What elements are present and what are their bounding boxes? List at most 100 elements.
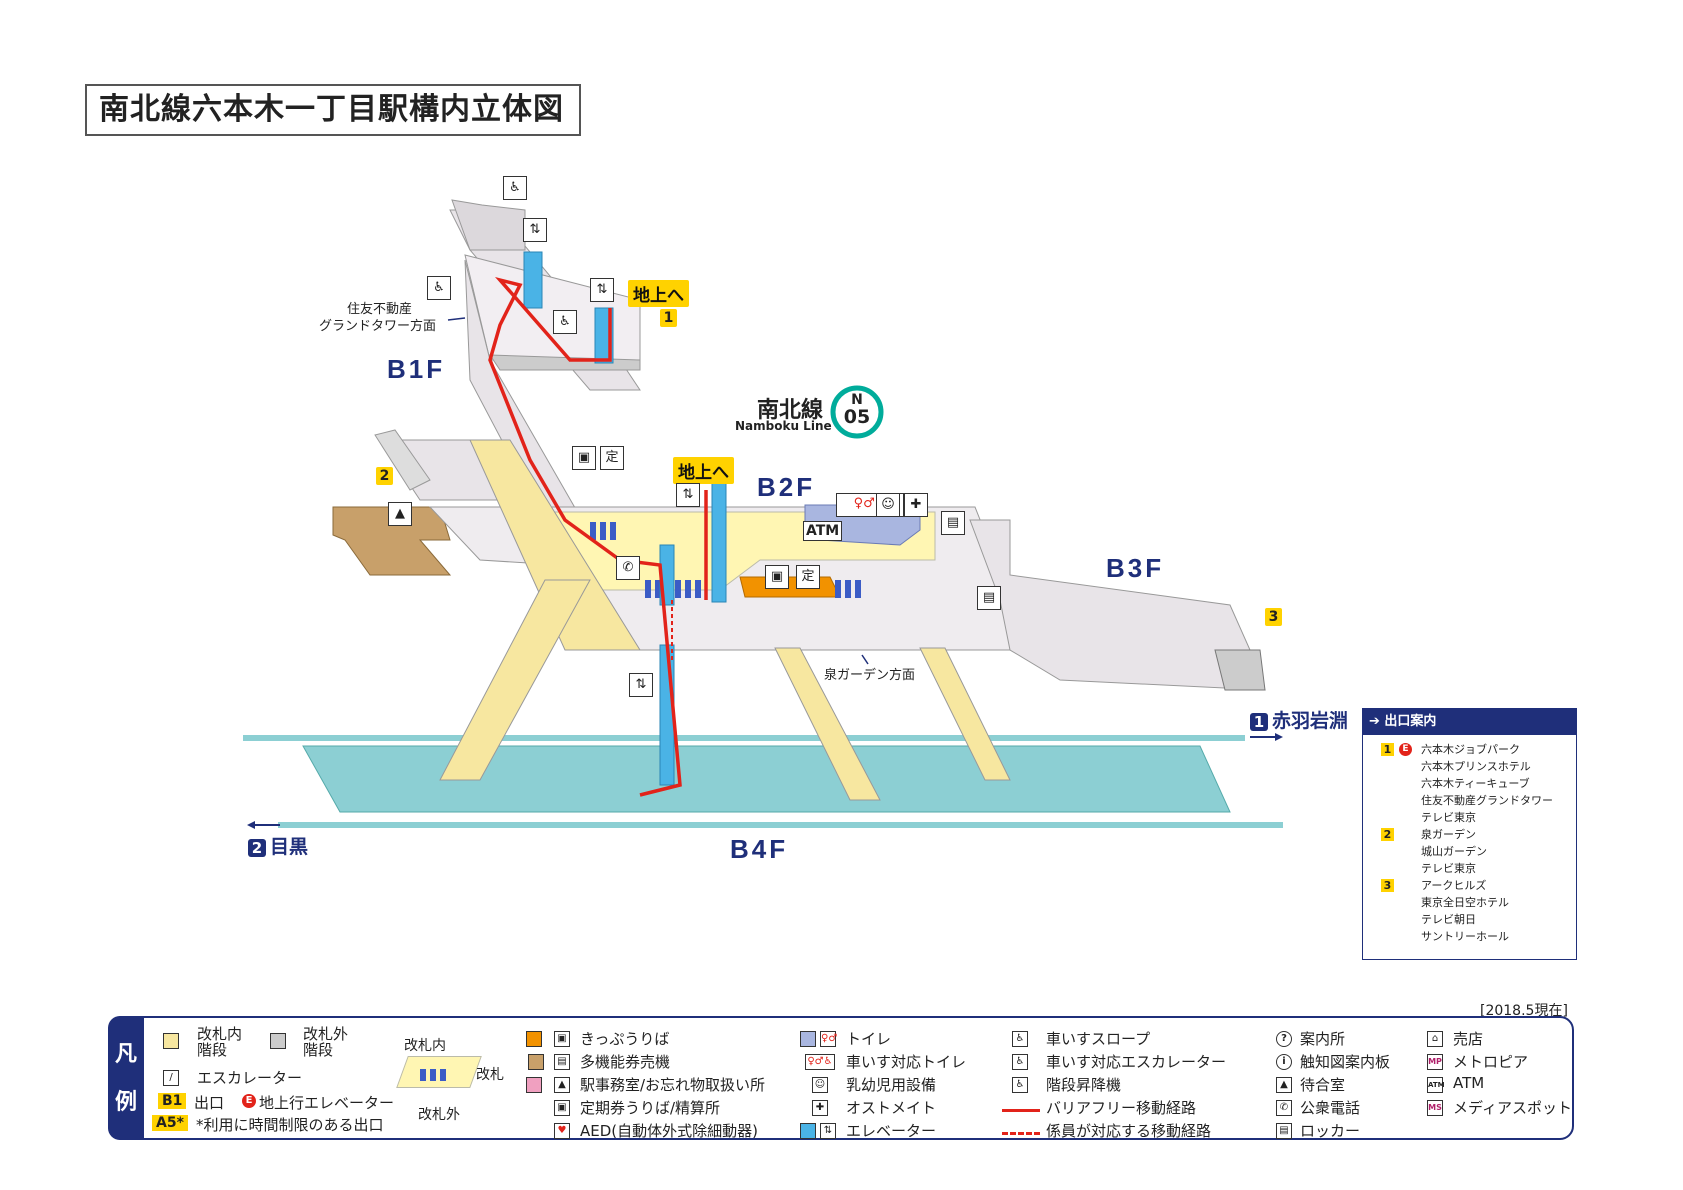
legend-baby: 乳幼児用設備: [846, 1076, 937, 1094]
legend-exit-text: 出口: [194, 1094, 225, 1112]
exit-guide-group-1: 1 E 六本木ジョブパーク 六本木プリンスホテル 六本木ティーキューブ 住友不動…: [1363, 741, 1576, 826]
stair-lift-icon: ♿: [1012, 1077, 1028, 1093]
locker-icon: ▤: [1276, 1123, 1292, 1139]
media-spot-icon: MS: [1427, 1100, 1443, 1116]
exit-guide-place: アークヒルズ: [1421, 879, 1487, 892]
legend-elevator: エレベーター: [846, 1122, 937, 1140]
legend-metropia: メトロピア: [1453, 1053, 1529, 1071]
exit2-stairs: [374, 429, 431, 491]
multi-machine-icon: ▤: [554, 1054, 570, 1070]
station-office-icon: ▲: [554, 1077, 570, 1093]
exit-guide-panel: ➔ 出口案内 1 E 六本木ジョブパーク 六本木プリンスホテル 六本木ティーキュ…: [1362, 708, 1577, 960]
exit-guide-num: 2: [1381, 828, 1394, 841]
legend-toilet: トイレ: [846, 1030, 892, 1048]
toilet-icon: ♀♂: [820, 1031, 837, 1047]
legend-exit-tag: B1: [158, 1093, 187, 1109]
pass-area-icon: [526, 1077, 542, 1093]
legend-media-spot: メディアスポット: [1453, 1099, 1572, 1117]
to-ground-tag-2: 地上へ: [673, 457, 734, 484]
legend-public-phone: 公衆電話: [1300, 1099, 1361, 1117]
staff-route-line-icon: [1002, 1132, 1040, 1135]
exit-guide-place: 住友不動産グランドタワー: [1421, 794, 1553, 807]
exit-guide-place: 城山ガーデン: [1421, 845, 1487, 858]
direction-left-number: 2: [248, 839, 266, 857]
commuter-pass-icon: ▣: [554, 1100, 570, 1116]
station-office-icon: ▣: [765, 565, 789, 589]
exit-marker-2: 2: [376, 467, 393, 485]
legend-accessible-toilet: 車いす対応トイレ: [846, 1053, 967, 1071]
baby-facility-icon: ☺: [812, 1077, 828, 1093]
date-note: [2018.5現在]: [1480, 1003, 1568, 1019]
exit-guide-place: 六本木ジョブパーク: [1421, 743, 1520, 756]
aed-icon: ♥: [554, 1123, 570, 1139]
ticket-machine-icon: ▣: [554, 1031, 570, 1047]
exit3-stairs: [1214, 649, 1266, 691]
legend-information: 案内所: [1300, 1030, 1346, 1048]
sumitomo-direction-2: グランドタワー方面: [319, 319, 437, 334]
exit-marker-3: 3: [1265, 608, 1282, 626]
legend-stairs-outside: 改札外階段: [303, 1026, 348, 1058]
floor-label-b3f: B3F: [1106, 553, 1165, 583]
baby-facility-icon: ☺: [876, 493, 900, 517]
toilet-area-icon: [800, 1031, 816, 1047]
exit-guide-group-3: 3 アークヒルズ 東京全日空ホテル テレビ朝日 サントリーホール: [1363, 877, 1576, 945]
exit-guide-title: 出口案内: [1384, 714, 1437, 729]
exit-guide-place: テレビ東京: [1421, 862, 1476, 875]
direction-right-label: 赤羽岩淵: [1272, 710, 1349, 732]
floor-label-b1f: B1F: [387, 354, 446, 384]
legend-side-char-2: 例: [114, 1090, 137, 1115]
sumitomo-direction-1: 住友不動産: [347, 302, 413, 317]
public-phone-icon: ✆: [616, 556, 640, 580]
elevator-icon: ⇅: [523, 218, 547, 242]
floor-label-b2f: B2F: [757, 472, 816, 502]
tactile-map-icon: i: [1276, 1054, 1292, 1070]
legend-side-label: 凡 例: [108, 1016, 144, 1140]
atm-icon: ATM: [803, 521, 843, 541]
legend-up-elevator: 地上行エレベーター: [259, 1094, 395, 1112]
legend-waiting-room: 待合室: [1300, 1076, 1346, 1094]
legend-gate-outside: 改札外: [418, 1107, 460, 1123]
elevator-shaft-icon: [800, 1123, 816, 1139]
office-area-icon: [528, 1054, 544, 1070]
wheelchair-slope-icon: ♿: [1012, 1031, 1028, 1047]
legend-text: 改札外: [303, 1025, 349, 1043]
locker-icon: ▤: [941, 511, 965, 535]
legend-limited-text: *利用に時間制限のある出口: [196, 1116, 384, 1134]
floor-label-b4f: B4F: [730, 834, 789, 864]
stairs-outside-icon: [270, 1033, 286, 1049]
shop-icon: ⌂: [1427, 1031, 1443, 1047]
legend-limited-tag: A5*: [152, 1115, 188, 1131]
ticket-office: [739, 576, 841, 598]
elevator-icon: ⇅: [629, 673, 653, 697]
barrier-free-route: [488, 276, 682, 797]
exit-guide-num: 3: [1381, 879, 1394, 892]
barrier-free-line-icon: [1002, 1109, 1040, 1112]
legend-slope: 車いすスロープ: [1046, 1030, 1151, 1048]
direction-right-number: 1: [1250, 713, 1268, 731]
exit-marker-1: 1: [660, 309, 677, 327]
legend-stairs-inside: 改札内階段: [197, 1026, 242, 1058]
exit-guide-place: テレビ東京: [1421, 811, 1476, 824]
b1f-top-stairs: [451, 199, 526, 251]
station-office-icon: ▣: [572, 446, 596, 470]
line-symbol-circle: [830, 385, 884, 439]
legend-ostomate: オストメイト: [846, 1099, 937, 1117]
elevator-mark-icon: E: [242, 1094, 256, 1108]
metropia-icon: MP: [1427, 1054, 1443, 1070]
waiting-room-icon: ▲: [388, 502, 412, 526]
accessible-toilet-icon: ♀♂♿: [805, 1054, 835, 1070]
exit-guide-place: サントリーホール: [1421, 930, 1509, 943]
line-code-letter: N: [851, 392, 863, 408]
elevator-icon: ⇅: [820, 1123, 836, 1139]
legend-text: 改札内: [197, 1025, 243, 1043]
legend-commuter-pass: 定期券うりば/精算所: [580, 1099, 721, 1117]
wheelchair-slope-icon: ♿: [503, 176, 527, 200]
line-code-number: 05: [843, 406, 871, 428]
legend-wheelchair-escalator: 車いす対応エスカレーター: [1046, 1053, 1227, 1071]
exit-guide-header: ➔ 出口案内: [1363, 709, 1576, 735]
information-icon: ?: [1276, 1031, 1292, 1047]
elevator-icon: ⇅: [676, 483, 700, 507]
stairs-inside-icon: [163, 1033, 179, 1049]
